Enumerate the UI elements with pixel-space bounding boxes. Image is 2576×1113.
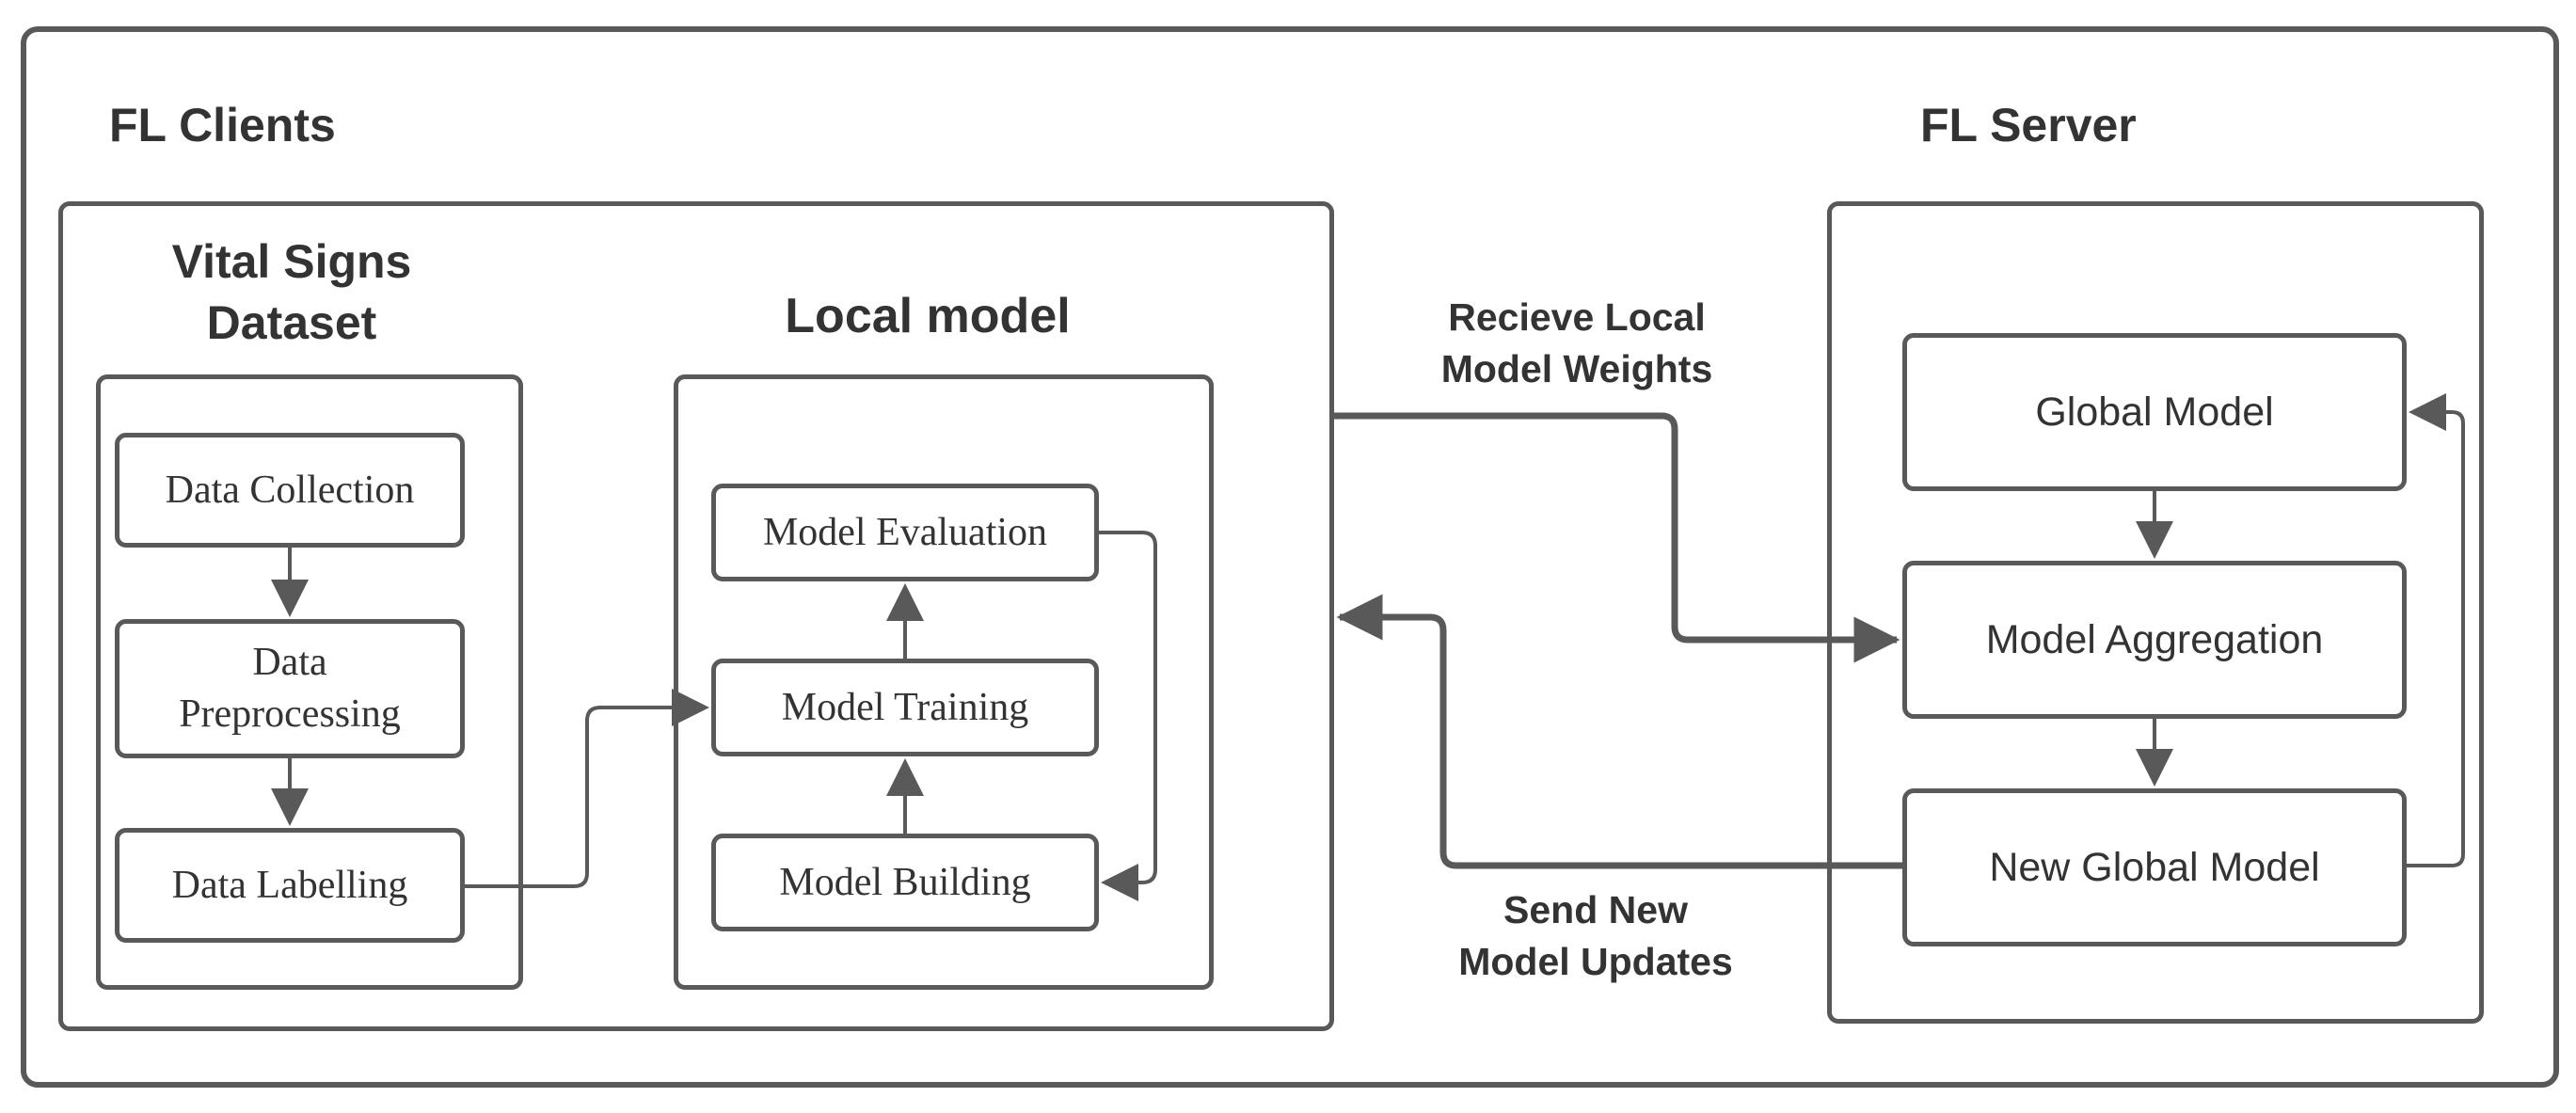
fl-clients-title: FL Clients [109,99,336,151]
model-building-node: Model Building [711,834,1099,931]
send-updates-label: Send New Model Updates [1458,888,1733,984]
data-labelling-node: Data Labelling [115,828,465,943]
fl-server-title: FL Server [1920,99,2137,151]
model-evaluation-node: Model Evaluation [711,484,1099,581]
model-aggregation-node: Model Aggregation [1902,561,2407,719]
new-global-model-node: New Global Model [1902,788,2407,946]
dataset-title: Vital Signs Dataset [171,235,412,349]
data-preprocessing-node: Data Preprocessing [115,619,465,758]
local-model-title: Local model [785,289,1071,343]
receive-weights-label: Recieve Local Model Weights [1440,295,1713,391]
model-training-node: Model Training [711,659,1099,756]
global-model-node: Global Model [1902,333,2407,491]
data-collection-node: Data Collection [115,433,465,548]
